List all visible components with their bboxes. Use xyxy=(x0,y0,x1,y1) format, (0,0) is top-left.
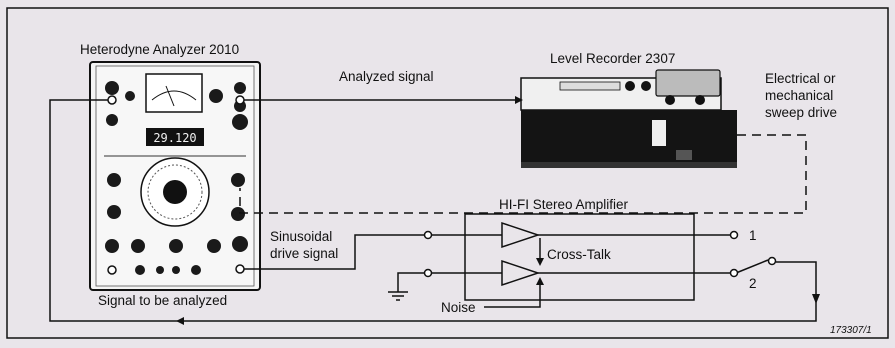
analyzer-output-jack xyxy=(235,95,245,105)
figure-frame xyxy=(6,7,889,339)
frequency-readout-value: 29.120 xyxy=(153,131,196,145)
drive-label-line1: Sinusoidal xyxy=(270,229,332,244)
arrow-down-output-2 xyxy=(812,294,820,304)
frequency-readout xyxy=(146,128,204,146)
arrow-return-signal xyxy=(176,317,184,325)
sweep-label-line3: sweep drive xyxy=(765,105,837,120)
noise-arrow xyxy=(536,277,544,285)
level-recorder xyxy=(520,69,737,168)
signal-to-analyze-label: Signal to be analyzed xyxy=(98,293,227,308)
crosstalk-arrow xyxy=(536,258,544,266)
arrow-to-recorder xyxy=(515,96,523,104)
ground-icon xyxy=(388,291,408,301)
analyzer-drive-output-jack xyxy=(235,264,245,274)
analyzer-input-jack xyxy=(107,95,117,105)
analyzer-title: Heterodyne Analyzer 2010 xyxy=(80,42,239,57)
signal-wiring xyxy=(49,99,817,322)
output-1-label: 1 xyxy=(749,228,757,243)
amplifier-channel-2 xyxy=(501,259,541,287)
sweep-label-line1: Electrical or xyxy=(765,71,836,86)
amplifier-title: HI-FI Stereo Amplifier xyxy=(499,197,629,212)
figure-code: 173307/1 xyxy=(830,325,872,336)
heterodyne-analyzer: 29.120 xyxy=(89,61,261,291)
recorder-title: Level Recorder 2307 xyxy=(550,51,675,66)
terminals xyxy=(423,230,777,278)
amplifier-box xyxy=(464,213,695,301)
amplifier-channel-1 xyxy=(501,221,541,249)
meter-display xyxy=(145,73,203,113)
noise-label: Noise xyxy=(441,300,476,315)
drive-label-line2: drive signal xyxy=(270,246,338,261)
crosstalk-label: Cross-Talk xyxy=(547,247,611,262)
analyzed-signal-label: Analyzed signal xyxy=(339,69,434,84)
output-2-label: 2 xyxy=(749,276,757,291)
sweep-drive-link xyxy=(239,134,807,214)
sweep-label-line2: mechanical xyxy=(765,88,833,103)
